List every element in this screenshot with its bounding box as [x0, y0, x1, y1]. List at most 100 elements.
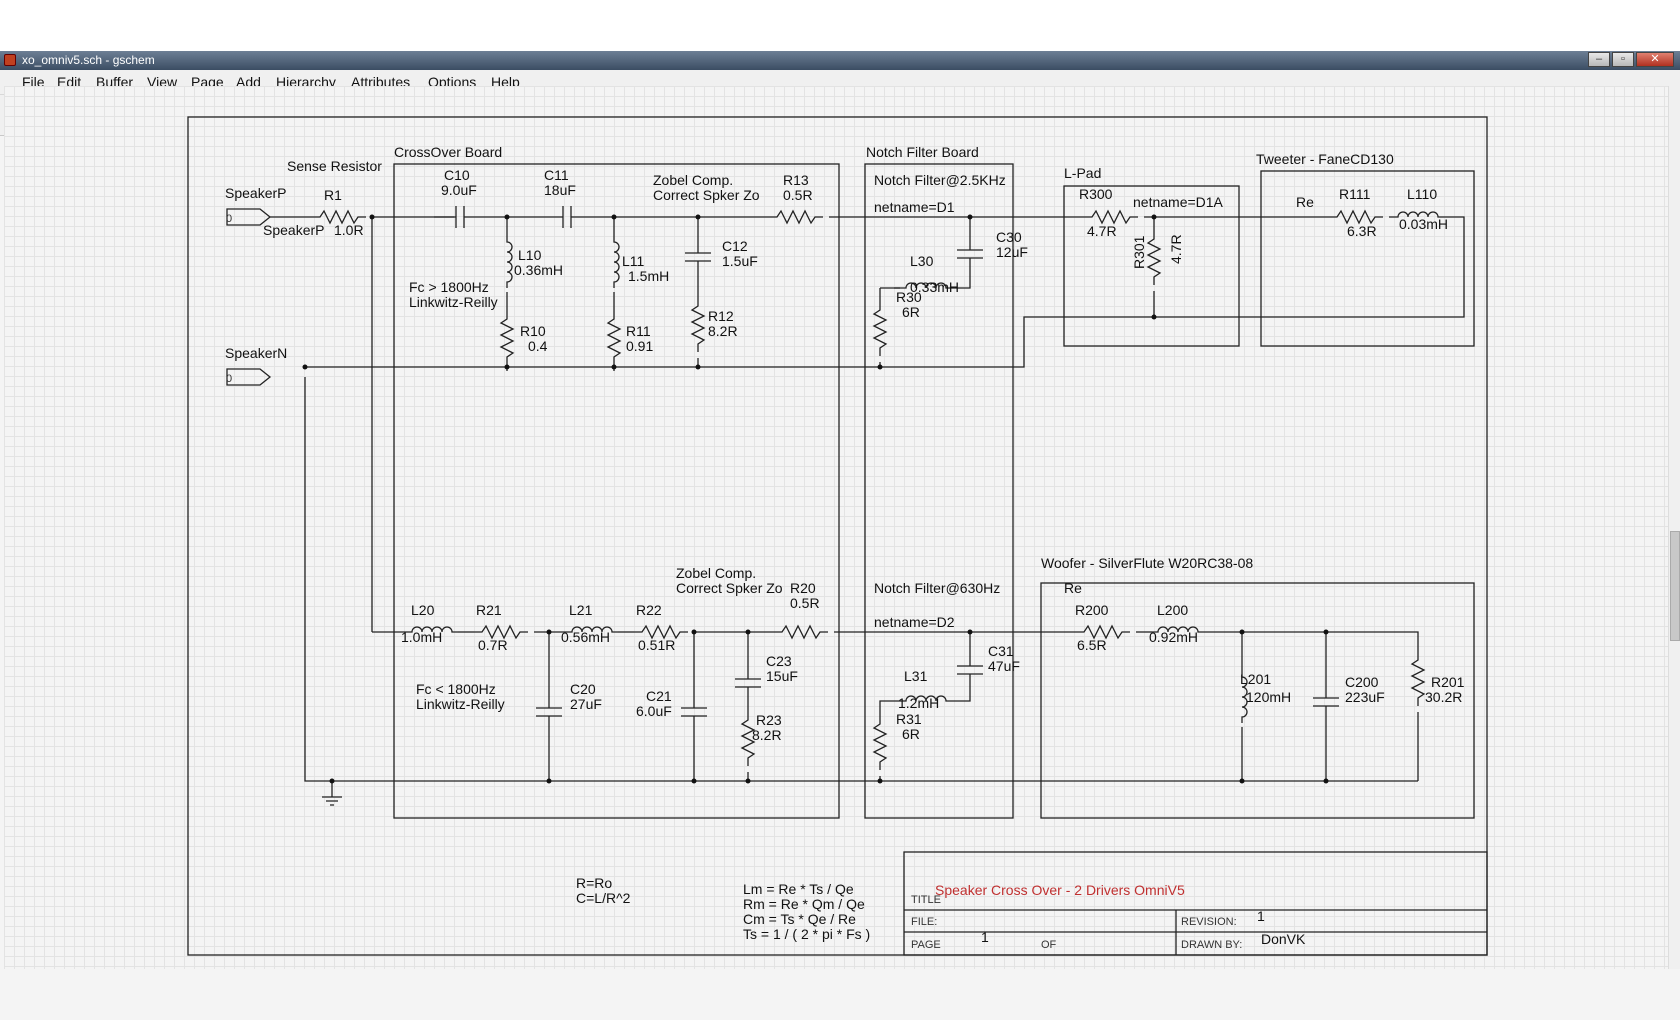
l201-value: 120mH [1246, 689, 1291, 705]
title-block-file-label: FILE: [911, 916, 937, 928]
speaker-n-port-value: 0 [226, 373, 232, 385]
notch-board-title: Notch Filter Board [866, 144, 979, 160]
zobel-bottom-line1: Zobel Comp. [676, 565, 756, 581]
resistor-r301[interactable] [1147, 230, 1161, 286]
l200-ref: L200 [1157, 602, 1188, 618]
minimize-icon[interactable]: – [1588, 52, 1610, 67]
title-block-drawn-value: DonVK [1261, 931, 1306, 947]
c30-ref: C30 [996, 229, 1022, 245]
resistor-r30[interactable] [873, 301, 887, 357]
title-bar: xo_omniv5.sch - gschem – ▫ ✕ [0, 51, 1680, 70]
speaker-p-port[interactable] [226, 208, 272, 226]
capacitor-c20[interactable] [535, 685, 563, 739]
maximize-icon[interactable]: ▫ [1612, 52, 1634, 67]
woofer-re-label: Re [1064, 580, 1082, 596]
notch-board-box [864, 163, 1014, 819]
r201-ref: R201 [1431, 674, 1465, 690]
sense-resistor-title: Sense Resistor [287, 158, 382, 174]
tweeter-box [1260, 170, 1475, 347]
r20-value: 0.5R [790, 595, 820, 611]
tweeter-re-label: Re [1296, 194, 1314, 210]
fc-top-line2: Linkwitz-Reilly [409, 294, 498, 310]
resistor-r12[interactable] [691, 297, 705, 353]
capacitor-c200[interactable] [1312, 675, 1340, 729]
capacitor-c23[interactable] [734, 656, 762, 710]
fc-bottom-line2: Linkwitz-Reilly [416, 696, 505, 712]
r30-ref: R30 [896, 289, 922, 305]
r20-ref: R20 [790, 580, 816, 596]
c12-ref: C12 [722, 238, 748, 254]
schematic-drawing: Sense Resistor CrossOver Board Notch Fil… [187, 116, 1488, 956]
capacitor-c30[interactable] [956, 227, 984, 281]
r11-ref: R11 [626, 323, 651, 339]
notch-bottom-label: Notch Filter@630Hz [874, 580, 1000, 596]
c12-value: 1.5uF [722, 253, 758, 269]
formula-cm: Cm = Ts * Qe / Re [743, 911, 856, 927]
r301-ref: R301 [1131, 235, 1147, 269]
zobel-top-line2: Correct Spker Zo [653, 187, 760, 203]
l200-value: 0.92mH [1149, 629, 1198, 645]
crossover-board-title: CrossOver Board [394, 144, 502, 160]
l11-ref: L11 [622, 253, 645, 269]
l20-value: 1.0mH [401, 629, 442, 645]
formula-ts: Ts = 1 / ( 2 * pi * Fs ) [743, 926, 870, 942]
vertical-scrollbar[interactable] [1668, 86, 1680, 969]
resistor-r111[interactable] [1328, 210, 1384, 224]
c31-value: 47uF [988, 658, 1020, 674]
c10-ref: C10 [444, 167, 470, 183]
app-icon [4, 54, 16, 66]
speaker-n-label: SpeakerN [225, 345, 287, 361]
title-block-revision-value: 1 [1257, 908, 1265, 924]
net-d1a-label: netname=D1A [1133, 194, 1224, 210]
capacitor-c11[interactable] [540, 205, 594, 229]
l10-value: 0.36mH [514, 262, 563, 278]
resistor-r31[interactable] [873, 715, 887, 771]
title-block-revision-label: REVISION: [1181, 916, 1237, 928]
l31-ref: L31 [904, 668, 928, 684]
inductor-l10[interactable] [506, 235, 513, 289]
r300-value: 4.7R [1087, 223, 1117, 239]
lpad-box [1063, 185, 1240, 347]
inductor-l11[interactable] [613, 235, 620, 289]
resistor-r10[interactable] [500, 310, 514, 366]
resistor-r13[interactable] [768, 210, 824, 224]
schematic-canvas[interactable]: Sense Resistor CrossOver Board Notch Fil… [4, 86, 1668, 969]
crossover-board-box [393, 163, 840, 819]
capacitor-c21[interactable] [680, 685, 708, 739]
capacitor-c10[interactable] [433, 205, 487, 229]
c10-value: 9.0uF [441, 182, 477, 198]
l201-ref: L201 [1240, 671, 1271, 687]
lpad-title: L-Pad [1064, 165, 1101, 181]
l110-value: 0.03mH [1399, 216, 1448, 232]
r21-value: 0.7R [478, 637, 508, 653]
note-c-formula: C=L/R^2 [576, 890, 631, 906]
close-icon[interactable]: ✕ [1636, 52, 1674, 67]
formula-lm: Lm = Re * Ts / Qe [743, 881, 854, 897]
title-block: TITLE Speaker Cross Over - 2 Drivers Omn… [903, 851, 1488, 956]
net-d1-label: netname=D1 [874, 199, 955, 215]
r10-ref: R10 [520, 323, 546, 339]
window-title: xo_omniv5.sch - gschem [22, 53, 155, 67]
scrollbar-thumb[interactable] [1670, 531, 1680, 641]
woofer-title: Woofer - SilverFlute W20RC38-08 [1041, 555, 1253, 571]
r22-ref: R22 [636, 602, 662, 618]
r111-value: 6.3R [1347, 223, 1377, 239]
capacitor-c31[interactable] [956, 643, 984, 697]
woofer-box [1040, 582, 1475, 819]
resistor-r201[interactable] [1411, 651, 1425, 707]
resistor-r20[interactable] [773, 625, 829, 639]
fc-top-line1: Fc > 1800Hz [409, 279, 489, 295]
title-block-drawn-label: DRAWN BY: [1181, 939, 1242, 951]
resistor-r300[interactable] [1083, 210, 1139, 224]
r13-ref: R13 [783, 172, 809, 188]
speaker-n-port[interactable] [226, 368, 272, 386]
l11-value: 1.5mH [628, 268, 669, 284]
junction-dots [302, 214, 1329, 784]
sheet-frame [187, 116, 1488, 956]
r111-ref: R111 [1339, 186, 1371, 202]
capacitor-c12[interactable] [684, 230, 712, 284]
ground-symbol [322, 781, 342, 806]
l10-ref: L10 [518, 247, 542, 263]
resistor-r11[interactable] [607, 310, 621, 366]
net-d2-label: netname=D2 [874, 614, 955, 630]
